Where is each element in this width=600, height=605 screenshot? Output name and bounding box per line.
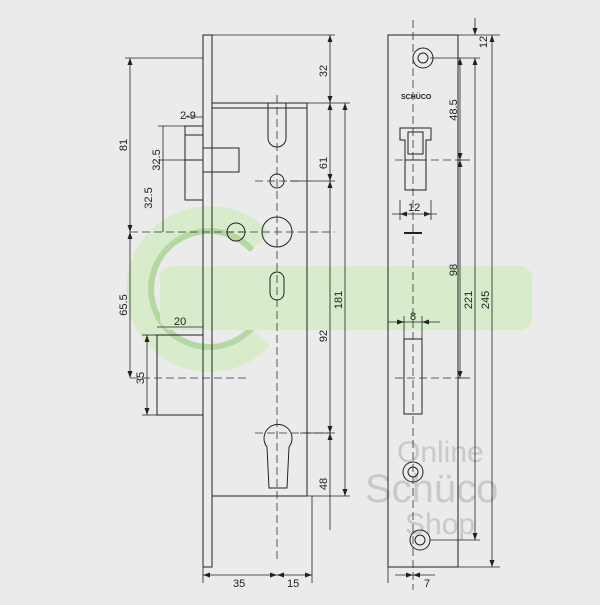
dim-spacing-61: 61: [318, 157, 330, 169]
lock-dimension-lines: [125, 34, 350, 583]
dim-width-20: 20: [174, 316, 186, 328]
dim-follower-65-5: 65.5: [118, 294, 130, 315]
plate-outline: [387, 34, 459, 568]
dim-plate-221: 221: [463, 291, 475, 309]
dim-top-32: 32: [318, 65, 330, 77]
plate-center-lines: [395, 20, 460, 590]
watermark-line2: Schüco: [365, 467, 498, 511]
dim-plate-12-width: 12: [408, 202, 420, 214]
plate-brand-label: SCHÜCO: [401, 92, 432, 101]
dim-length-181: 181: [333, 291, 345, 309]
dim-plate-7: 7: [424, 578, 430, 590]
dim-bolt-35: 35: [135, 372, 147, 384]
online-shop-watermark: Online Schüco Shop: [365, 436, 498, 541]
dim-plate-8: 8: [410, 311, 416, 323]
dim-latch-32-5: 32.5: [151, 149, 163, 170]
watermark-line1: Online: [397, 436, 484, 469]
dim-plate-48-5: 48.5: [448, 99, 460, 120]
logo-ring-inner: [148, 228, 255, 350]
logo-ring: [126, 206, 271, 372]
latch: [184, 125, 204, 201]
plate-dimension-lines: [387, 18, 500, 583]
dim-cyl-48: 48: [318, 478, 330, 490]
schueco-logo-watermark: [126, 206, 532, 372]
dead-bolt: [156, 334, 204, 416]
dim-plate-98: 98: [448, 264, 460, 276]
watermark-line3: Shop: [405, 508, 475, 541]
dim-plate-245: 245: [480, 291, 492, 309]
dim-backset-35: 35: [233, 578, 245, 590]
plate-dimension-arrows: [397, 28, 495, 578]
logo-bar: [160, 266, 532, 330]
dim-latch-32-5-lower: 32.5: [143, 187, 155, 208]
dim-height-81: 81: [118, 139, 130, 151]
dim-spacing-92: 92: [318, 330, 330, 342]
dim-case-15: 15: [287, 578, 299, 590]
dim-offset-2-9: 2-9: [180, 110, 196, 122]
cylinder-hole: [263, 423, 293, 489]
strike-plate: [387, 34, 459, 568]
lock-dimension-arrows: [127, 35, 348, 578]
lock-case: [211, 102, 308, 497]
latch-tongue: [202, 147, 240, 173]
dim-plate-12-top: 12: [478, 36, 490, 48]
